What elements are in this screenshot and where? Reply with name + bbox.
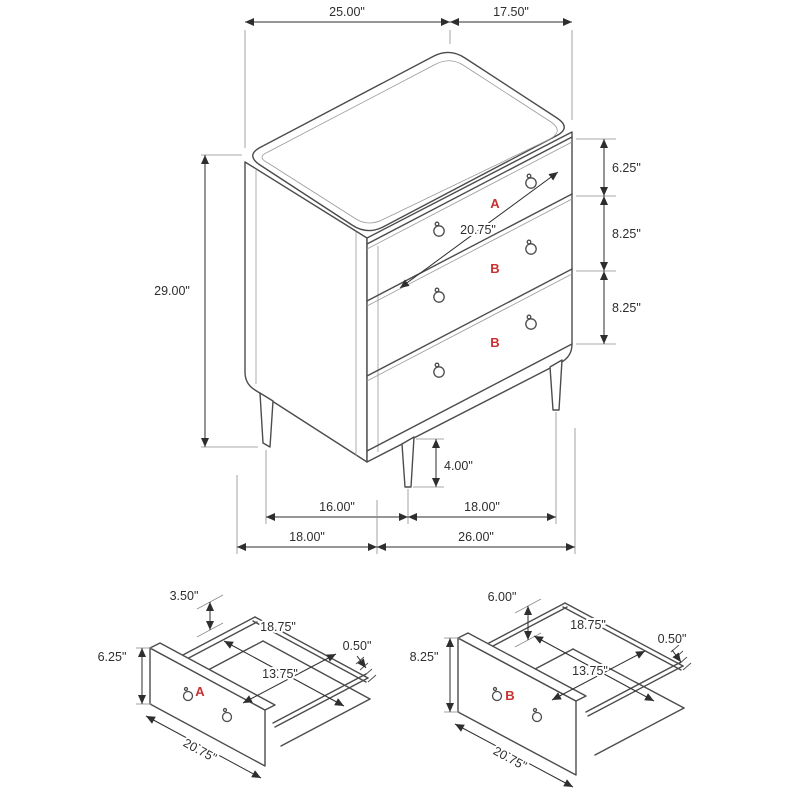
dim-label-b-front-height: 8.25" [410, 650, 439, 664]
dim-label-drawer-front-width: 20.75" [460, 223, 496, 237]
drawer-knob-stem [434, 221, 440, 227]
dim-label-drawer-a-height: 6.25" [612, 161, 641, 175]
drawer-knob-stem [526, 239, 532, 245]
dim-line-b-interior-depth [551, 650, 646, 701]
drawer-a-detail: A 3.50" 18.75" 0.50" 6.25" 13.75" 20.75" [96, 587, 377, 779]
dim-label-a-interior-depth: 13.75" [262, 667, 298, 681]
chest-left-panel [244, 161, 368, 463]
drawer-knob-stem [434, 362, 440, 368]
dim-label-floor-span-front: 18.00" [464, 500, 500, 514]
dim-label-a-interior-width: 18.75" [260, 620, 296, 634]
drawer-knob [433, 225, 445, 237]
drawer-knob-stem [526, 173, 532, 179]
drawer-knob [531, 711, 543, 723]
dim-label-overall-depth-floor: 18.00" [289, 530, 325, 544]
chest-top-edge-line [261, 60, 558, 224]
chest-legs [259, 359, 563, 488]
dim-label-top-depth: 17.50" [493, 5, 529, 19]
drawer-knob [491, 690, 503, 702]
drawer-a-label: A [195, 684, 205, 699]
dim-label-a-front-height: 6.25" [98, 650, 127, 664]
dim-label-a-thickness: 0.50" [343, 639, 372, 653]
drawer-knob-stem [492, 686, 498, 692]
dimensions-main: 25.00" 17.50" 29.00" 6.25" 8.25" 8.25" 2… [152, 3, 643, 554]
dim-line-a-interior-depth [242, 653, 337, 704]
dim-label-b-interior-width: 18.75" [570, 618, 606, 632]
chest-leg-front-right [549, 359, 563, 411]
leader-b-thickness [671, 649, 682, 663]
dim-line-b-front-width [454, 723, 574, 788]
drawer-knob [182, 690, 194, 702]
chest-leg-front-left [401, 436, 415, 488]
drawer-knob [525, 318, 537, 330]
drawer-b-detail: B 6.00" 18.75" 0.50" 8.25" 13.75" 20.75" [408, 588, 692, 788]
drawer-knob [433, 291, 445, 303]
dim-label-a-front-width: 20.75" [181, 736, 219, 765]
dim-line-a-front-width [145, 715, 262, 779]
drawer-knob [433, 366, 445, 378]
dim-label-b-interior-depth: 13.75" [572, 664, 608, 678]
drawer-knob-stem [222, 707, 228, 713]
dim-label-top-width: 25.00" [329, 5, 365, 19]
dim-label-b-thickness: 0.50" [658, 632, 687, 646]
drawer-label-b-middle: B [490, 261, 499, 276]
drawer-knob-stem [434, 287, 440, 293]
dim-label-a-side-height: 3.50" [170, 589, 199, 603]
drawer-label-b-bottom: B [490, 335, 499, 350]
drawer-knob-stem [532, 707, 538, 713]
dim-label-b-front-width: 20.75" [491, 744, 529, 773]
leader-a-thickness [356, 655, 367, 669]
dim-label-floor-span-side: 16.00" [319, 500, 355, 514]
dim-label-drawer-b-middle-height: 8.25" [612, 227, 641, 241]
drawer-knob [525, 243, 537, 255]
main-view: A B B 25.00" 17.50" 29.00" 6.25" [152, 3, 643, 554]
dim-label-overall-width-floor: 26.00" [458, 530, 494, 544]
dim-label-drawer-b-bottom-height: 8.25" [612, 301, 641, 315]
chest-leg-back-left [259, 392, 274, 448]
dim-label-overall-height: 29.00" [154, 284, 190, 298]
drawer-knob-stem [183, 686, 189, 692]
drawer-knob-stem [526, 314, 532, 320]
chest-top-face [252, 51, 565, 232]
chest-body [244, 51, 573, 463]
drawer-b-label: B [505, 688, 514, 703]
drawer-knob [221, 711, 233, 723]
dim-label-leg-height: 4.00" [444, 459, 473, 473]
dim-line-drawer-front-width [399, 171, 559, 289]
drawer-label-a: A [490, 196, 500, 211]
dim-label-b-side-height: 6.00" [488, 590, 517, 604]
drawer-knob [525, 177, 537, 189]
